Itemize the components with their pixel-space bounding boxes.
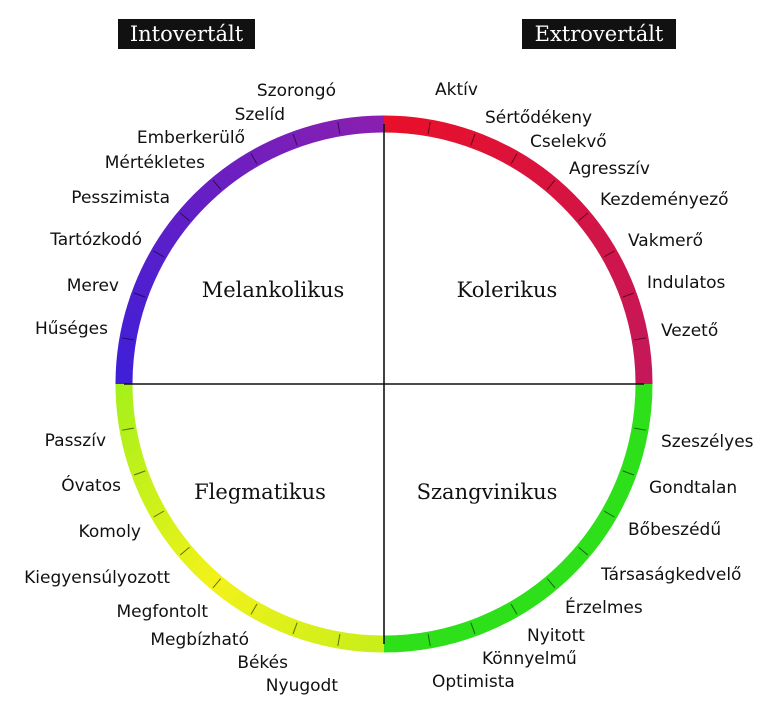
ring-tick xyxy=(250,603,258,615)
header-extroverted: Extrovertált xyxy=(522,19,676,49)
ring-tick xyxy=(603,250,615,258)
trait-label: Könnyelmű xyxy=(482,649,577,669)
trait-label: Nyugodt xyxy=(266,676,339,696)
ring-arc-melancholic xyxy=(115,115,385,385)
ring-tick xyxy=(510,153,518,165)
trait-label: Mértékletes xyxy=(105,153,205,173)
ring-tick xyxy=(470,133,476,146)
trait-label: Aktív xyxy=(435,80,478,100)
quadrant-phlegmatic: Flegmatikus xyxy=(194,480,326,504)
trait-label: Indulatos xyxy=(647,273,726,293)
ring-tick xyxy=(622,470,635,476)
trait-label: Megbízható xyxy=(150,630,249,650)
ring-tick xyxy=(179,212,190,222)
trait-label: Emberkerülő xyxy=(137,128,245,148)
trait-label: Társaságkedvelő xyxy=(600,565,741,585)
header-introverted: Intovertált xyxy=(118,19,255,49)
trait-label: Sértődékeny xyxy=(485,108,592,128)
header-extroverted-label: Extrovertált xyxy=(535,22,664,46)
ring-tick xyxy=(470,622,476,635)
trait-label: Óvatos xyxy=(61,474,121,496)
ring-tick xyxy=(292,622,298,635)
trait-label: Kiegyensúlyozott xyxy=(24,568,170,588)
ring-tick xyxy=(634,337,647,341)
ring-tick xyxy=(212,179,222,190)
trait-label: Agresszív xyxy=(569,159,650,179)
ring-tick xyxy=(578,212,589,222)
trait-label: Optimista xyxy=(432,672,515,692)
quadrant-melancholic: Melankolikus xyxy=(202,278,345,302)
ring-tick xyxy=(153,510,165,518)
ring-tick xyxy=(546,179,556,190)
trait-label: Szorongó xyxy=(257,81,336,101)
ring-tick xyxy=(179,546,190,556)
ring-tick xyxy=(133,470,146,476)
header-introverted-label: Intovertált xyxy=(130,22,244,46)
trait-label: Érzelmes xyxy=(565,596,643,618)
trait-label: Bőbeszédű xyxy=(628,520,721,540)
ring-tick xyxy=(250,153,258,165)
trait-label: Passzív xyxy=(45,431,106,451)
trait-label: Vakmerő xyxy=(628,231,703,251)
ring-tick xyxy=(578,546,589,556)
ring-tick xyxy=(153,250,165,258)
quadrant-sanguine: Szangvinikus xyxy=(417,480,558,504)
trait-label: Szeszélyes xyxy=(661,432,754,452)
trait-label: Kezdeményező xyxy=(600,190,729,210)
trait-label: Gondtalan xyxy=(649,478,737,498)
trait-label: Szelíd xyxy=(235,105,285,125)
trait-label: Merev xyxy=(67,276,119,296)
ring-arc-choleric xyxy=(383,115,653,385)
ring-tick xyxy=(510,603,518,615)
trait-label: Békés xyxy=(237,653,288,673)
ring-tick xyxy=(427,634,431,647)
ring-arc-phlegmatic xyxy=(115,383,385,653)
quadrant-choleric: Kolerikus xyxy=(457,278,558,302)
ring-tick xyxy=(427,121,431,134)
trait-label: Pesszimista xyxy=(71,188,170,208)
trait-label: Vezető xyxy=(661,321,718,341)
ring-ticks xyxy=(121,121,647,647)
ring-tick xyxy=(337,121,341,134)
ring-tick xyxy=(603,510,615,518)
trait-label: Hűséges xyxy=(35,319,108,339)
ring-arc-sanguine xyxy=(383,383,653,653)
trait-label: Megfontolt xyxy=(116,602,208,622)
trait-label: Cselekvő xyxy=(530,132,607,152)
ring-tick xyxy=(546,578,556,589)
ring-tick xyxy=(212,578,222,589)
trait-label: Komoly xyxy=(79,522,141,542)
ring-tick xyxy=(133,292,146,298)
ring-tick xyxy=(634,427,647,431)
trait-label: Nyitott xyxy=(527,626,585,646)
ring-tick xyxy=(121,427,134,431)
ring-tick xyxy=(292,133,298,146)
ring-tick xyxy=(121,337,134,341)
temperament-ring xyxy=(115,115,653,653)
trait-label: Tartózkodó xyxy=(49,230,142,250)
ring-tick xyxy=(337,634,341,647)
ring-tick xyxy=(622,292,635,298)
